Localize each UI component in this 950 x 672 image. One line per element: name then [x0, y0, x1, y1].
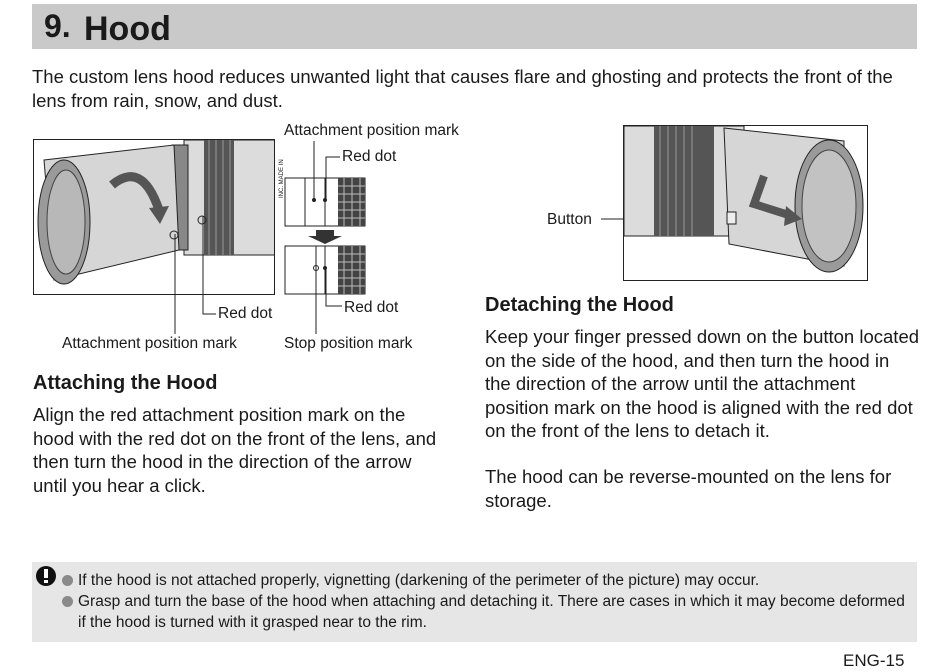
red-dot-label-right: Red dot — [344, 299, 399, 316]
caution-item: Grasp and turn the base of the hood when… — [62, 591, 912, 633]
caution-item-text: If the hood is not attached properly, vi… — [78, 572, 760, 589]
attachment-mark-label-top: Attachment position mark — [284, 122, 459, 139]
detach-illustration — [623, 125, 868, 281]
red-dot-label-left: Red dot — [218, 305, 273, 322]
page-number: ENG-15 — [843, 651, 905, 670]
stop-mark-label: Stop position mark — [284, 335, 413, 352]
section-number: 9. — [44, 8, 71, 44]
attach-illustration — [33, 139, 275, 295]
section-header: 9. Hood — [32, 4, 917, 49]
detaching-storage-text: The hood can be reverse-mounted on the l… — [485, 466, 892, 511]
bullet-icon — [62, 596, 73, 607]
caution-icon — [34, 564, 58, 593]
button-label: Button — [547, 211, 592, 228]
red-dot-label-top: Red dot — [342, 148, 397, 165]
intro-text: The custom lens hood reduces unwanted li… — [32, 66, 893, 111]
caution-item: If the hood is not attached properly, vi… — [62, 570, 912, 591]
caution-note: If the hood is not attached properly, vi… — [32, 562, 917, 642]
caution-item-text: Grasp and turn the base of the hood when… — [78, 593, 905, 631]
section-title: Hood — [84, 10, 171, 48]
attachment-mark-label-bottom: Attachment position mark — [62, 335, 237, 352]
bullet-icon — [62, 575, 73, 586]
attaching-heading: Attaching the Hood — [33, 372, 218, 394]
attaching-text: Align the red attachment position mark o… — [33, 404, 437, 496]
detaching-text: Keep your finger pressed down on the but… — [485, 326, 920, 441]
detaching-heading: Detaching the Hood — [485, 294, 674, 316]
hood-imprint: INC. MADE IN — [279, 159, 285, 198]
caution-list: If the hood is not attached properly, vi… — [62, 570, 912, 633]
